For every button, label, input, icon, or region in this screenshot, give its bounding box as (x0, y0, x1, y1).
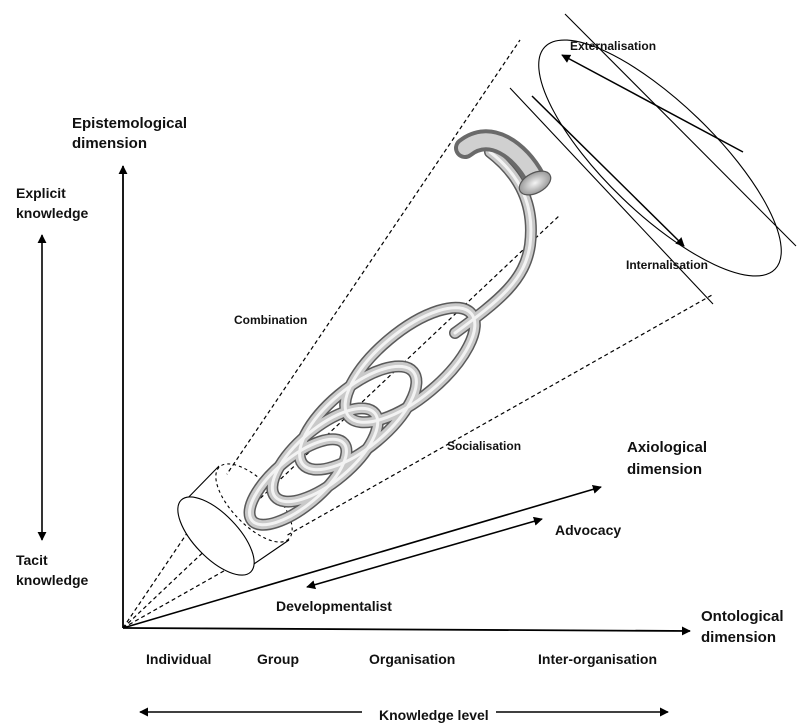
explicit-knowledge-line1: Explicit (16, 185, 66, 201)
epistemological-title-line1: Epistemological (72, 115, 187, 132)
ontological-title-line1: Ontological (701, 608, 784, 625)
tacit-knowledge-line1: Tacit (16, 552, 48, 568)
ontological-title-line2: dimension (701, 629, 776, 646)
combination-label: Combination (234, 313, 307, 327)
level-individual: Individual (146, 651, 211, 667)
advocacy-label: Advocacy (555, 522, 621, 538)
axiological-title-line2: dimension (627, 461, 702, 478)
knowledge-level-label: Knowledge level (379, 707, 489, 723)
explicit-knowledge-line2: knowledge (16, 205, 89, 221)
level-group: Group (257, 651, 299, 667)
axiological-title-line1: Axiological (627, 439, 707, 456)
developmentalist-label: Developmentalist (276, 598, 392, 614)
tacit-knowledge-line2: knowledge (16, 572, 89, 588)
level-organisation: Organisation (369, 651, 455, 667)
socialisation-label: Socialisation (447, 439, 521, 453)
knowledge-spiral (237, 140, 555, 539)
internalisation-label: Internalisation (626, 258, 708, 272)
advocacy-developmentalist-arrow (307, 519, 542, 587)
level-inter-organisation: Inter-organisation (538, 651, 657, 667)
epistemological-title-line2: dimension (72, 135, 147, 152)
ontological-axis (123, 628, 690, 631)
externalisation-label: Externalisation (570, 39, 656, 53)
